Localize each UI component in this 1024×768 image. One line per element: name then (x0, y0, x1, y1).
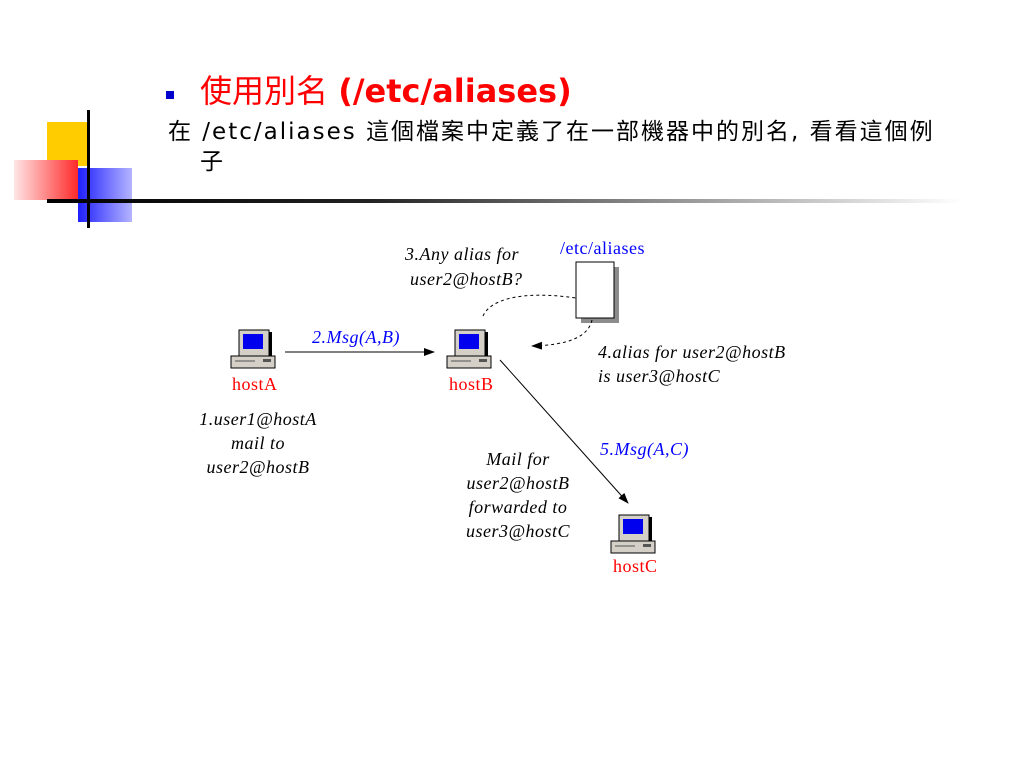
document-icon (575, 261, 619, 323)
step1-line-2: mail to (231, 433, 285, 453)
step3-line-2: user2@hostB? (410, 269, 523, 289)
computer-icon (610, 514, 656, 554)
forward-note-line-1: Mail for (485, 449, 550, 469)
host-label-b: hostB (449, 374, 494, 394)
step4-line-2: is user3@hostC (598, 366, 721, 386)
square-bullet-icon (166, 91, 174, 99)
step2-label: 2.Msg(A,B) (312, 327, 400, 348)
step4-dashed-arrow (531, 319, 593, 350)
body-text-line-1: 在 /etc/aliases 這個檔案中定義了在一部機器中的別名, 看看這個例 (168, 119, 935, 145)
step1-line-1: 1.user1@hostA (199, 409, 317, 429)
file-label: /etc/aliases (560, 238, 645, 258)
step3-line-1: 3.Any alias for (404, 244, 519, 264)
step5-arrow (499, 359, 629, 504)
forward-note-line-3: forwarded to (469, 497, 568, 517)
step3-dashed-arc (482, 294, 577, 317)
step1-line-3: user2@hostB (206, 457, 309, 477)
body-text-line-2: 子 (200, 149, 225, 175)
forward-note-line-4: user3@hostC (466, 521, 571, 541)
slide-title: 使用別名 (/etc/aliases) (200, 72, 572, 110)
header-divider-line (47, 199, 962, 203)
computer-icon (230, 329, 276, 369)
slide-title-suffix: (/etc/aliases) (338, 72, 572, 110)
corner-decoration-yellow-square (47, 122, 89, 166)
step5-label: 5.Msg(A,C) (600, 439, 689, 460)
corner-decoration-vertical-line (87, 110, 90, 228)
host-label-c: hostC (613, 556, 658, 576)
corner-decoration-red-bar (14, 160, 78, 200)
computer-icon (446, 329, 492, 369)
forward-note-line-2: user2@hostB (466, 473, 569, 493)
slide-title-prefix: 使用別名 (200, 72, 329, 110)
step4-line-1: 4.alias for user2@hostB (598, 342, 786, 362)
host-label-a: hostA (232, 374, 278, 394)
document-icon-page (575, 261, 615, 319)
